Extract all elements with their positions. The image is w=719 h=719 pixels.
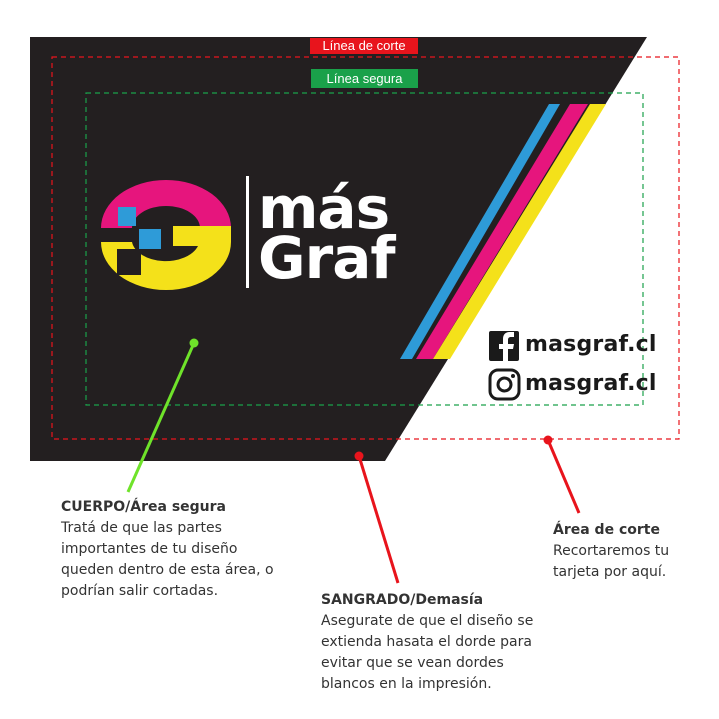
stripe-cyan	[400, 104, 560, 359]
masgraf-logo-mark	[101, 180, 231, 290]
logo-divider	[246, 176, 249, 288]
callout-cut-text: Recortaremos tu tarjeta por aquí.	[553, 543, 670, 580]
callout-cut-title: Área de corte	[553, 522, 660, 538]
callout-body-text: Tratá de que las partes importantes de t…	[61, 520, 274, 599]
stripe-yellow	[433, 104, 606, 359]
body-pointer	[126, 338, 199, 493]
facebook-icon	[489, 331, 519, 361]
callout-bleed-area: SANGRADO/Demasía Asegurate de que el dis…	[321, 590, 581, 695]
cut-line-label: Línea de corte	[322, 38, 406, 53]
safe-line-tag-bg	[311, 69, 418, 88]
callout-body-area: CUERPO/Área segura Tratá de que las part…	[61, 497, 321, 602]
instagram-handle: masgraf.cl	[525, 371, 657, 396]
cut-line	[51, 56, 680, 440]
callout-cut-area: Área de corte Recortaremos tu tarjeta po…	[553, 520, 713, 583]
callout-bleed-text: Asegurate de que el diseño se extienda h…	[321, 613, 534, 692]
card-background	[30, 37, 647, 461]
safe-line-label: Línea segura	[326, 71, 403, 86]
safe-line	[85, 92, 644, 406]
bleed-pointer	[354, 451, 400, 584]
cut-line-tag-bg	[310, 38, 418, 54]
callout-body-title: CUERPO/Área segura	[61, 499, 226, 515]
logo-word-mas: más	[258, 174, 390, 242]
facebook-handle: masgraf.cl	[525, 332, 657, 357]
stripe-magenta	[416, 104, 588, 359]
cut-pointer	[543, 435, 581, 514]
callout-bleed-title: SANGRADO/Demasía	[321, 592, 484, 608]
logo-word-graf: Graf	[258, 224, 396, 292]
instagram-icon	[488, 368, 521, 401]
